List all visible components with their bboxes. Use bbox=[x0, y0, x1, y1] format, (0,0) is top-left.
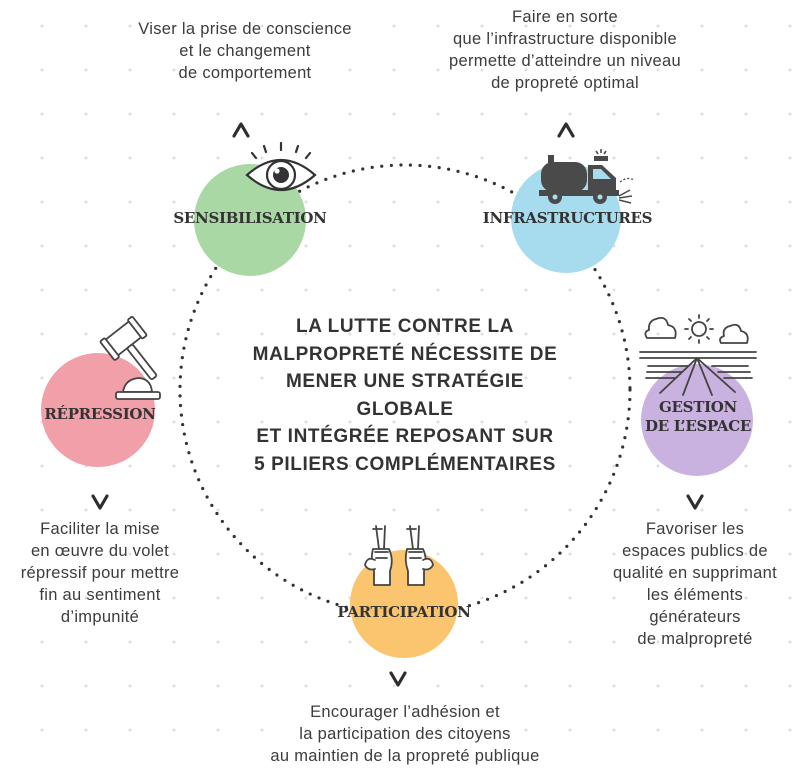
street-sweeper-truck-icon bbox=[539, 149, 635, 204]
arrow-up-infrastructures bbox=[557, 122, 575, 138]
arrow-up-sensibilisation bbox=[232, 122, 250, 138]
label-infrastructures: INFRASTRUCTURES bbox=[482, 209, 653, 227]
caption-sensibilisation: Viser la prise de conscience et le chang… bbox=[138, 20, 352, 82]
caption-gestion: Favoriser les espaces publics de qualité… bbox=[612, 520, 778, 648]
caption-repression: Faciliter la mise en œuvre du volet répr… bbox=[20, 520, 180, 626]
label-gestion: GESTION DE L’ESPACE bbox=[645, 398, 751, 435]
gavel-icon bbox=[99, 316, 161, 400]
arrow-down-gestion bbox=[686, 494, 704, 510]
label-sensibilisation: SENSIBILISATION bbox=[173, 209, 327, 227]
arrow-down-repression bbox=[91, 494, 109, 510]
circle-sensibilisation bbox=[194, 164, 306, 276]
dotted-ring bbox=[178, 163, 632, 617]
eye-icon bbox=[245, 141, 317, 192]
label-repression: RÉPRESSION bbox=[44, 405, 156, 423]
label-participation: PARTICIPATION bbox=[337, 603, 471, 621]
circle-repression bbox=[41, 353, 155, 467]
arrow-down-participation bbox=[389, 671, 407, 687]
landscape-weather-icon bbox=[639, 314, 757, 396]
raised-hands-icon bbox=[364, 525, 434, 586]
center-statement: LA LUTTE CONTRE LA MALPROPRETÉ NÉCESSITE… bbox=[252, 316, 558, 475]
circle-gestion bbox=[641, 364, 753, 476]
caption-participation: Encourager l’adhésion et la participatio… bbox=[270, 703, 540, 765]
caption-infrastructures: Faire en sorte que l’infrastructure disp… bbox=[449, 8, 681, 92]
